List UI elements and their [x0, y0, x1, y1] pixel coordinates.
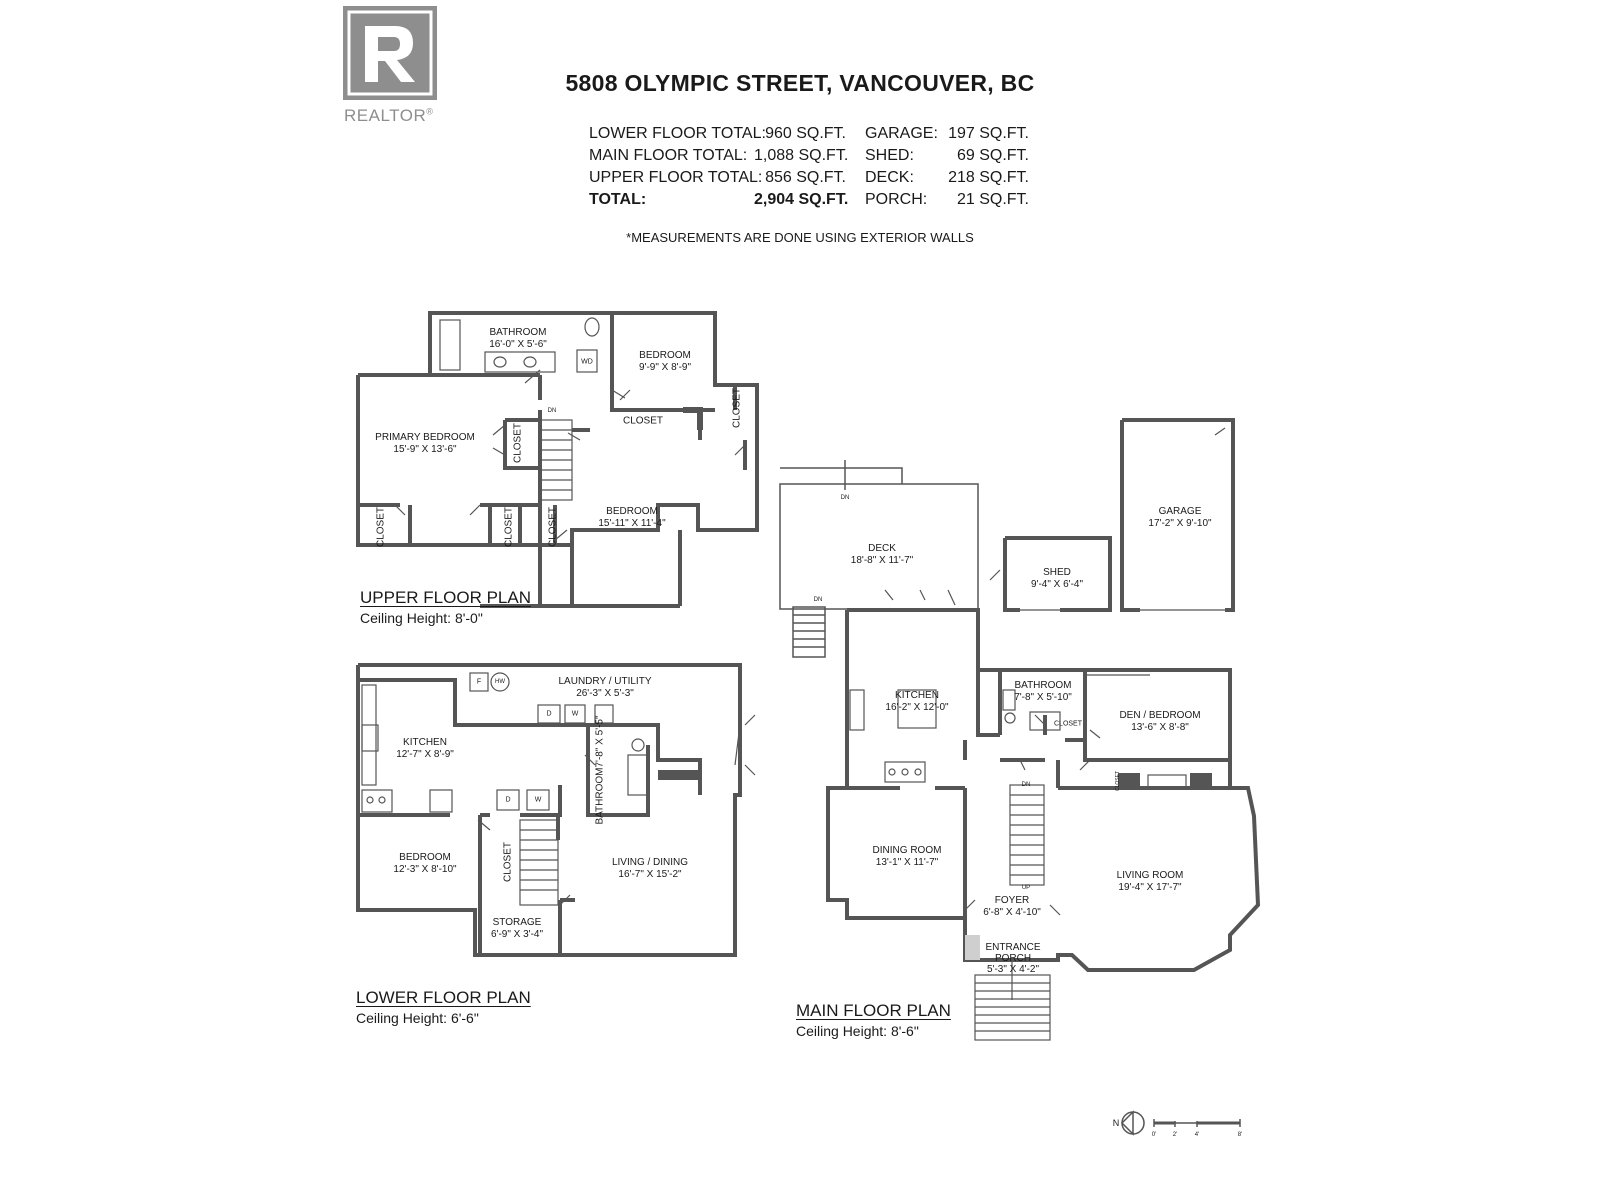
property-address-title: 5808 OLYMPIC STREET, VANCOUVER, BC — [565, 70, 1035, 96]
stair-down-label: DN — [813, 597, 823, 603]
summary-label: SHED: — [865, 147, 914, 164]
furnace-label: F — [476, 678, 482, 686]
summary-value: 856 SQ.FT. — [765, 169, 846, 186]
scale-tick-label: 0' — [1151, 1132, 1157, 1138]
closet-label: CLOSET — [547, 506, 559, 548]
closet-label: CLOSET — [512, 422, 524, 464]
washer-dryer-label: WD — [581, 358, 593, 366]
summary-value: 2,904 SQ.FT. — [754, 191, 849, 208]
shed-outline — [1003, 536, 1112, 612]
dryer-label: D — [505, 796, 511, 804]
lower-floor-outline — [356, 663, 742, 957]
upper-floor-outline-2 — [570, 530, 682, 608]
summary-label: UPPER FLOOR TOTAL: — [589, 169, 763, 186]
summary-value: 218 SQ.FT. — [948, 169, 1029, 186]
main-floor-outline — [826, 608, 1261, 972]
summary-label: DECK: — [865, 169, 914, 186]
summary-label: PORCH: — [865, 191, 928, 208]
lower-ceiling-height: Ceiling Height: 6'-6" — [356, 1010, 479, 1026]
closet-label: CLOSET — [502, 841, 514, 883]
north-scale — [1120, 1110, 1241, 1136]
main-ceiling-height: Ceiling Height: 8'-6" — [796, 1023, 919, 1039]
realtor-wordmark: REALTOR® — [344, 106, 434, 125]
scale-tick-label: 2' — [1172, 1132, 1178, 1138]
closet-label: CLOSET — [622, 415, 664, 427]
measurement-note: *MEASUREMENTS ARE DONE USING EXTERIOR WA… — [626, 230, 974, 245]
stair-down-label: DN — [1021, 782, 1031, 788]
summary-value: 69 SQ.FT. — [956, 147, 1029, 164]
stair-up-label: UP — [1021, 885, 1031, 891]
stair-down-label: DN — [840, 495, 850, 501]
stair-down-label: DN — [547, 408, 557, 414]
summary-value: 21 SQ.FT. — [956, 191, 1029, 208]
summary-label: TOTAL: — [589, 191, 647, 208]
washer-label: W — [571, 710, 579, 718]
summary-label: GARAGE: — [865, 125, 938, 142]
summary-label: MAIN FLOOR TOTAL: — [589, 147, 748, 164]
upper-ceiling-height: Ceiling Height: 8'-0" — [360, 610, 483, 626]
room-label: BATHROOM7'-8" X 5'-5" — [594, 715, 606, 825]
lower-floor-plan-title: LOWER FLOOR PLAN — [356, 988, 531, 1007]
washer-label: W — [534, 796, 542, 804]
lower-floor-inner — [358, 678, 702, 955]
realtor-r-icon — [343, 6, 437, 100]
summary-value: 1,088 SQ.FT. — [754, 147, 849, 164]
closet-label: CLOSET — [731, 387, 743, 429]
garage-outline — [1120, 418, 1235, 612]
upper-floor-plan-title: UPPER FLOOR PLAN — [360, 588, 531, 607]
summary-value: 197 SQ.FT. — [948, 125, 1029, 142]
summary-label: LOWER FLOOR TOTAL: — [589, 125, 766, 142]
closet-label: CLOSET — [503, 506, 515, 548]
scale-tick-label: 4' — [1194, 1132, 1200, 1138]
closet-label: CLOSET — [375, 506, 387, 548]
north-label: N — [1112, 1118, 1120, 1128]
scale-tick-label: 8' — [1237, 1132, 1243, 1138]
closet-label: CLOSET — [1115, 770, 1121, 792]
dryer-label: D — [546, 710, 552, 718]
closet-label: CLOSET — [1053, 720, 1083, 728]
summary-value: 960 SQ.FT. — [765, 125, 846, 142]
main-floor-plan-title: MAIN FLOOR PLAN — [796, 1001, 951, 1020]
realtor-logo: REALTOR® — [343, 6, 453, 126]
hot-water-label: HW — [495, 679, 505, 685]
